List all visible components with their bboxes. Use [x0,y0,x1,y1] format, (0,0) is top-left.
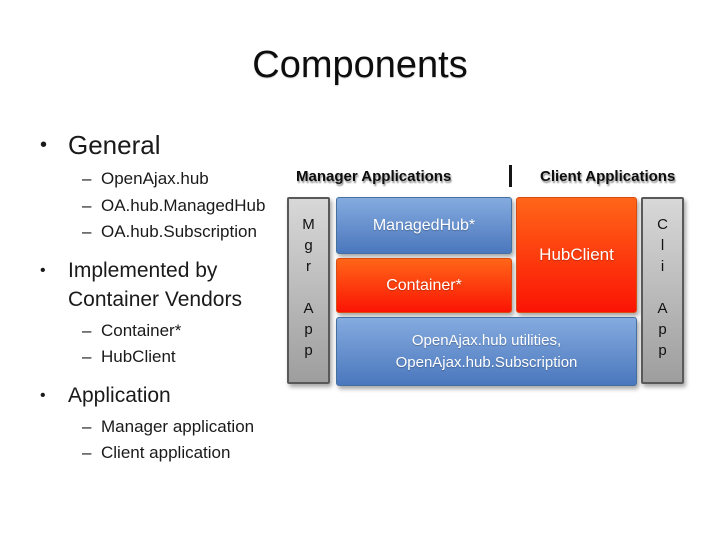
mgr-app-letter: M [302,216,315,233]
subbullet-label: Manager application [101,416,255,436]
subbullet-oa-hub-managedhub: – OA.hub.ManagedHub [82,193,302,220]
cli-app-letter: A [657,300,668,317]
container-label: Container* [386,276,462,294]
dash-glyph: – [82,443,92,462]
mgr-app-box: M g r A p p [287,197,330,384]
manager-applications-label: Manager Applications [296,168,452,185]
outline-list: • General – OpenAjax.hub – OA.hub.Manage… [40,128,302,469]
managedhub-label: ManagedHub* [372,216,476,234]
subbullet-label: OA.hub.ManagedHub [101,195,266,215]
bullet-application: • Application [40,381,302,410]
cli-app-letter: p [658,321,667,338]
sublist-container-vendors: – Container* – HubClient [82,318,302,371]
sublist-general: – OpenAjax.hub – OA.hub.ManagedHub – OA.… [82,166,302,246]
dash-glyph: – [82,169,92,188]
bullet-implemented-by-container-vendors: • Implemented by Container Vendors [40,256,302,314]
hubclient-label: HubClient [539,245,614,264]
subbullet-label: OA.hub.Subscription [101,222,257,241]
bullet-label: Application [68,383,171,407]
subbullet-client-application: – Client application [82,440,302,467]
subbullet-hubclient: – HubClient [82,344,302,371]
subbullet-label: Container* [101,320,182,340]
cli-app-letter: i [660,258,665,275]
dash-glyph: – [82,320,92,340]
subbullet-manager-application: – Manager application [82,414,302,441]
column-divider [509,165,512,187]
hub-utilities-box: OpenAjax.hub utilities, OpenAjax.hub.Sub… [336,317,637,386]
bullet-glyph: • [40,134,48,156]
mgr-app-letter: g [304,237,313,254]
mgr-app-letter: A [303,300,314,317]
mgr-app-letter: p [304,342,313,359]
bullet-label: Implemented by Container Vendors [68,258,242,311]
cli-app-letter: l [660,237,665,254]
subbullet-container: – Container* [82,318,302,345]
mgr-app-letter: p [304,321,313,338]
cli-app-letter: C [657,216,668,233]
sublist-application: – Manager application – Client applicati… [82,414,302,467]
subbullet-openajax-hub: – OpenAjax.hub [82,166,302,193]
hub-utilities-line2: OpenAjax.hub.Subscription [395,353,578,371]
hub-utilities-line1: OpenAjax.hub utilities, [411,331,562,349]
dash-glyph: – [82,222,92,241]
cli-app-box: C l i A p p [641,197,684,384]
subbullet-label: HubClient [101,347,176,366]
managedhub-box: ManagedHub* [336,197,512,254]
bullet-general: • General [40,128,302,162]
hubclient-box: HubClient [516,197,637,313]
mgr-app-letter: r [306,258,311,275]
client-applications-label: Client Applications [540,168,676,185]
dash-glyph: – [82,347,92,366]
slide-title: Components [252,44,468,86]
subbullet-label: OpenAjax.hub [101,169,209,188]
dash-glyph: – [82,416,92,436]
bullet-glyph: • [40,386,46,404]
container-box: Container* [336,258,512,313]
bullet-label: General [68,130,161,160]
bullet-glyph: • [40,261,46,279]
cli-app-letter: p [658,342,667,359]
subbullet-label: Client application [101,443,231,462]
dash-glyph: – [82,195,92,215]
subbullet-oa-hub-subscription: – OA.hub.Subscription [82,219,302,246]
